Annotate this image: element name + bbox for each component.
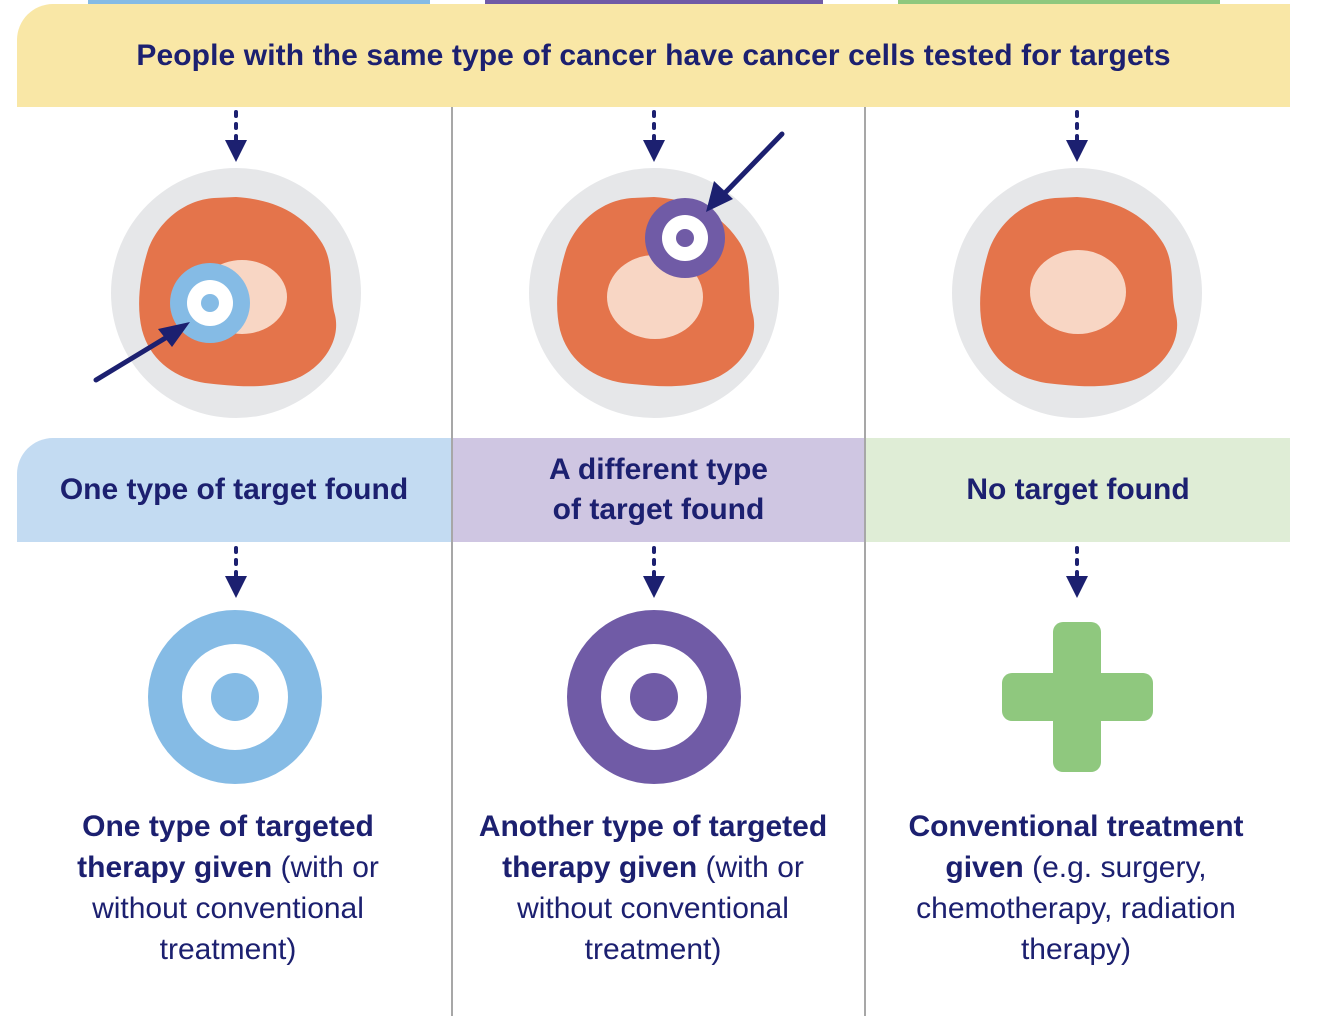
down-arrow-3 <box>1066 110 1088 162</box>
result-label: A different type of target found <box>549 453 768 526</box>
result-band-3: No target found <box>866 438 1290 542</box>
down-arrow-4 <box>225 546 247 598</box>
down-arrow-5 <box>643 546 665 598</box>
result-label: No target found <box>966 473 1190 506</box>
top-strip-purple <box>485 0 823 4</box>
header-title: People with the same type of cancer have… <box>136 38 1171 72</box>
treatment-description-2: Another type of targeted therapy given (… <box>478 810 828 966</box>
target-marker-icon <box>170 263 250 343</box>
target-icon <box>567 610 741 784</box>
column-divider-1 <box>451 107 453 1016</box>
header-band: People with the same type of cancer have… <box>17 4 1290 107</box>
pointer-arrow-1 <box>93 322 190 383</box>
column-divider-2 <box>864 107 866 1016</box>
target-icon <box>148 610 322 784</box>
result-label: One type of target found <box>59 473 409 506</box>
plus-icon <box>1002 622 1153 772</box>
down-arrow-1 <box>225 110 247 162</box>
down-arrow-2 <box>643 110 665 162</box>
down-arrow-6 <box>1066 546 1088 598</box>
treatment-description-3: Conventional treatment given (e.g. surge… <box>908 810 1244 966</box>
top-strip-blue <box>88 0 430 4</box>
top-strip-green <box>898 0 1220 4</box>
result-band-2: A different type of target found <box>453 438 864 542</box>
pointer-arrow-2 <box>706 131 785 212</box>
result-band-1: One type of target found <box>17 438 451 542</box>
treatment-description-1: One type of targeted therapy given (with… <box>77 810 379 966</box>
target-marker-icon <box>645 198 725 278</box>
